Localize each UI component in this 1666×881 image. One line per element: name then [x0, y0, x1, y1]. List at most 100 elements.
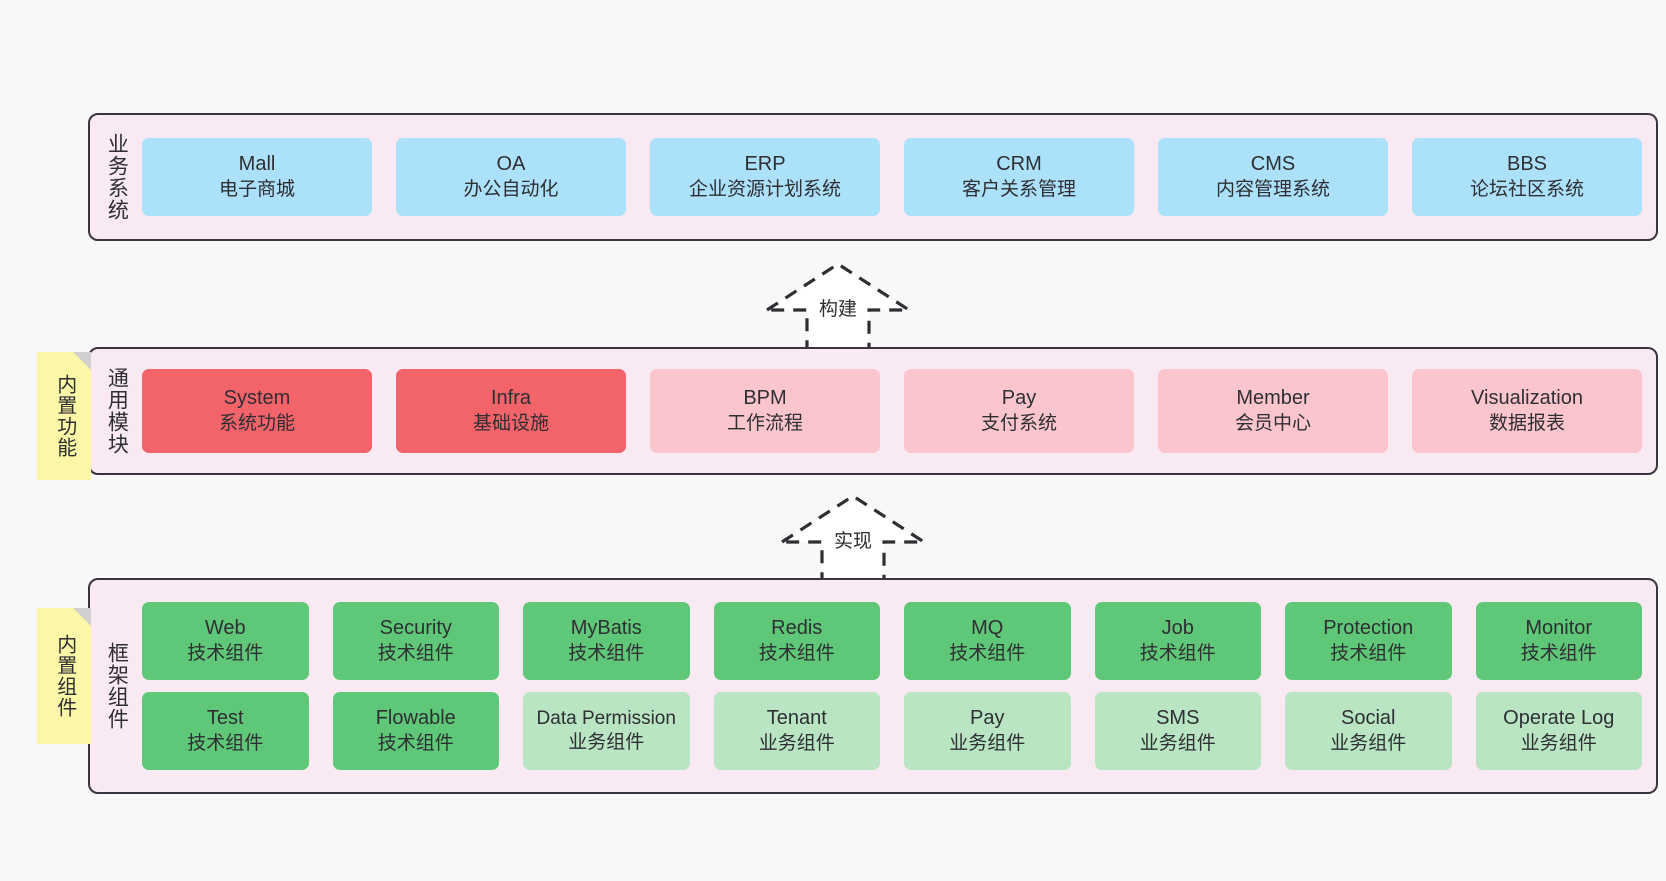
node-crm[interactable]: CRM 客户关系管理	[904, 138, 1134, 216]
layer-framework-components-body: Web 技术组件 Security 技术组件 MyBatis 技术组件 Redi…	[142, 580, 1656, 792]
node-bbs[interactable]: BBS 论坛社区系统	[1412, 138, 1642, 216]
node-mq[interactable]: MQ 技术组件	[904, 602, 1071, 680]
note-builtin-function-label: 内置功能	[53, 374, 76, 458]
node-crm-title: CRM	[996, 153, 1042, 176]
node-cms-title: CMS	[1250, 153, 1296, 176]
node-redis-title: Redis	[771, 617, 823, 640]
node-system[interactable]: System 系统功能	[142, 369, 372, 453]
node-test-title: Test	[206, 707, 244, 730]
node-test-subtitle: 技术组件	[187, 732, 264, 754]
node-data-permission-title: Data Permission	[536, 707, 676, 729]
layer-business-systems-body: Mall 电子商城 OA 办公自动化 ERP 企业资源计划系统 CRM 客户关系…	[142, 115, 1656, 239]
node-sms[interactable]: SMS 业务组件	[1094, 692, 1261, 770]
layer-framework-components-title: 框架组件	[105, 642, 129, 730]
node-visualization-title: Visualization	[1471, 387, 1583, 410]
node-member-subtitle: 会员中心	[1234, 412, 1311, 434]
node-bpm-title: BPM	[743, 387, 787, 410]
node-member-title: Member	[1236, 387, 1310, 410]
node-social[interactable]: Social 业务组件	[1285, 692, 1452, 770]
node-oa[interactable]: OA 办公自动化	[396, 138, 626, 216]
node-test[interactable]: Test 技术组件	[142, 692, 309, 770]
layer-common-modules-row: System 系统功能 Infra 基础设施 BPM 工作流程 Pay 支付系统…	[142, 369, 1642, 453]
node-sms-subtitle: 业务组件	[1139, 732, 1216, 754]
layer-framework-components: 框架组件 Web 技术组件 Security 技术组件 MyBatis 技术组件…	[88, 578, 1658, 794]
node-pay-component[interactable]: Pay 业务组件	[904, 692, 1071, 770]
node-monitor[interactable]: Monitor 技术组件	[1475, 602, 1642, 680]
node-system-title: System	[223, 387, 291, 410]
layer-common-modules-title: 通用模块	[105, 367, 129, 455]
node-operate-log-title: Operate Log	[1503, 707, 1615, 730]
node-member[interactable]: Member 会员中心	[1158, 369, 1388, 453]
node-tenant-title: Tenant	[766, 707, 827, 730]
node-protection-subtitle: 技术组件	[1330, 642, 1407, 664]
node-operate-log-subtitle: 业务组件	[1520, 732, 1597, 754]
node-redis[interactable]: Redis 技术组件	[713, 602, 880, 680]
node-pay-module-title: Pay	[1001, 387, 1037, 410]
node-system-subtitle: 系统功能	[218, 412, 295, 434]
node-flowable-title: Flowable	[375, 707, 456, 730]
node-protection[interactable]: Protection 技术组件	[1285, 602, 1452, 680]
node-pay-component-subtitle: 业务组件	[949, 732, 1026, 754]
layer-business-systems-title: 业务系统	[105, 133, 129, 221]
node-tenant-subtitle: 业务组件	[758, 732, 835, 754]
node-visualization-subtitle: 数据报表	[1488, 412, 1565, 434]
node-visualization[interactable]: Visualization 数据报表	[1412, 369, 1642, 453]
node-web[interactable]: Web 技术组件	[142, 602, 309, 680]
note-builtin-function: 内置功能	[37, 352, 91, 480]
layer-business-systems: 业务系统 Mall 电子商城 OA 办公自动化 ERP 企业资源计划系统 CRM…	[88, 113, 1658, 241]
note-builtin-component-label: 内置组件	[53, 634, 76, 718]
node-erp-subtitle: 企业资源计划系统	[688, 178, 841, 200]
connector-build-arrow: 构建	[763, 258, 913, 354]
node-monitor-title: Monitor	[1525, 617, 1593, 640]
node-security-subtitle: 技术组件	[377, 642, 454, 664]
node-web-title: Web	[204, 617, 246, 640]
node-data-permission-subtitle: 业务组件	[568, 732, 645, 753]
layer-business-systems-row: Mall 电子商城 OA 办公自动化 ERP 企业资源计划系统 CRM 客户关系…	[142, 138, 1642, 216]
node-erp-title: ERP	[744, 153, 786, 176]
node-sms-title: SMS	[1156, 707, 1200, 730]
node-infra-subtitle: 基础设施	[472, 412, 549, 434]
node-operate-log[interactable]: Operate Log 业务组件	[1475, 692, 1642, 770]
node-crm-subtitle: 客户关系管理	[961, 178, 1076, 200]
note-fold-corner-icon	[73, 352, 91, 370]
node-mall-title: Mall	[238, 153, 276, 176]
node-flowable-subtitle: 技术组件	[377, 732, 454, 754]
node-job-subtitle: 技术组件	[1139, 642, 1216, 664]
node-job-title: Job	[1161, 617, 1194, 640]
layer-common-modules-body: System 系统功能 Infra 基础设施 BPM 工作流程 Pay 支付系统…	[142, 349, 1656, 473]
node-social-subtitle: 业务组件	[1330, 732, 1407, 754]
node-flowable[interactable]: Flowable 技术组件	[332, 692, 499, 770]
node-oa-title: OA	[496, 153, 526, 176]
node-data-permission[interactable]: Data Permission 业务组件	[523, 692, 690, 770]
node-mq-subtitle: 技术组件	[949, 642, 1026, 664]
node-pay-module[interactable]: Pay 支付系统	[904, 369, 1134, 453]
layer-common-modules: 通用模块 System 系统功能 Infra 基础设施 BPM 工作流程 Pay…	[88, 347, 1658, 475]
node-tenant[interactable]: Tenant 业务组件	[713, 692, 880, 770]
node-pay-component-title: Pay	[970, 707, 1005, 730]
node-cms[interactable]: CMS 内容管理系统	[1158, 138, 1388, 216]
node-erp[interactable]: ERP 企业资源计划系统	[650, 138, 880, 216]
node-monitor-subtitle: 技术组件	[1520, 642, 1597, 664]
node-bpm[interactable]: BPM 工作流程	[650, 369, 880, 453]
connector-implement-arrow: 实现	[778, 490, 928, 586]
node-mybatis-title: MyBatis	[570, 617, 642, 640]
node-redis-subtitle: 技术组件	[758, 642, 835, 664]
node-protection-title: Protection	[1323, 617, 1414, 640]
node-bbs-subtitle: 论坛社区系统	[1469, 178, 1584, 200]
node-mall[interactable]: Mall 电子商城	[142, 138, 372, 216]
node-mall-subtitle: 电子商城	[218, 178, 295, 200]
note-fold-corner-icon	[73, 608, 91, 626]
node-infra-title: Infra	[490, 387, 532, 410]
layer-framework-business-row: Test 技术组件 Flowable 技术组件 Data Permission …	[142, 692, 1642, 770]
node-cms-subtitle: 内容管理系统	[1215, 178, 1330, 200]
node-mybatis[interactable]: MyBatis 技术组件	[523, 602, 690, 680]
note-builtin-component: 内置组件	[37, 608, 91, 744]
node-infra[interactable]: Infra 基础设施	[396, 369, 626, 453]
node-pay-module-subtitle: 支付系统	[980, 412, 1057, 434]
node-bpm-subtitle: 工作流程	[726, 412, 803, 434]
layer-framework-tech-row: Web 技术组件 Security 技术组件 MyBatis 技术组件 Redi…	[142, 602, 1642, 680]
node-security[interactable]: Security 技术组件	[332, 602, 499, 680]
node-web-subtitle: 技术组件	[187, 642, 264, 664]
node-job[interactable]: Job 技术组件	[1094, 602, 1261, 680]
